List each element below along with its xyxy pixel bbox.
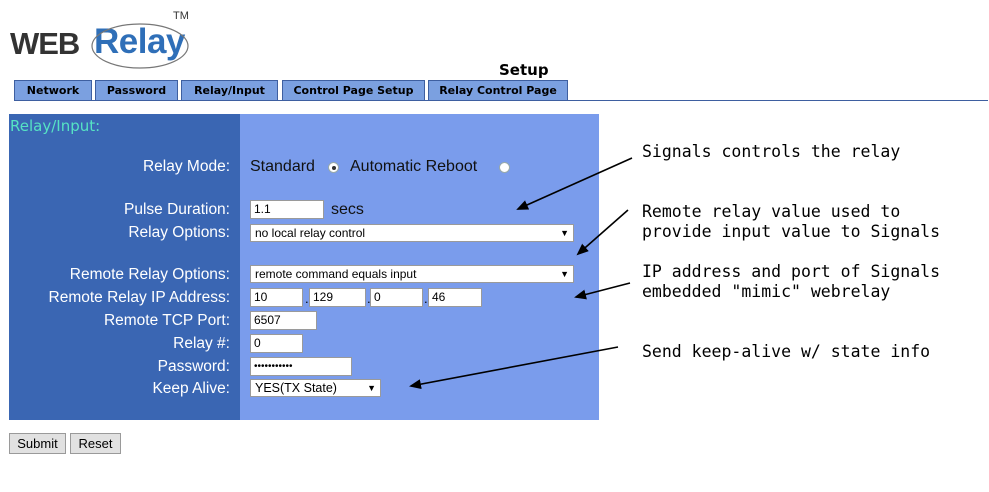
- arrow-to-relay-options: [576, 209, 629, 256]
- remote-ip-octet-2[interactable]: 129: [309, 288, 366, 307]
- remote-ip-octet-4[interactable]: 46: [428, 288, 482, 307]
- password-label: Password:: [157, 358, 230, 375]
- remote-relay-options-label: Remote Relay Options:: [69, 266, 230, 283]
- webrelay-logo: WEB Relay TM: [8, 10, 198, 70]
- ip-separator: .: [424, 291, 428, 306]
- arrow-to-keep-alive: [409, 346, 619, 390]
- form-label-panel: [9, 114, 240, 420]
- relay-number-input[interactable]: 0: [250, 334, 303, 353]
- remote-ip-label: Remote Relay IP Address:: [48, 289, 231, 306]
- remote-tcp-port-label: Remote TCP Port:: [103, 312, 230, 329]
- logo-swoosh-icon: [91, 23, 189, 69]
- tab-divider: [14, 100, 988, 101]
- relay-number-label: Relay #:: [173, 335, 230, 352]
- remote-ip-octet-1[interactable]: 10: [250, 288, 303, 307]
- relay-options-label: Relay Options:: [128, 224, 230, 241]
- keep-alive-value: YES(TX State): [255, 381, 337, 395]
- logo-trademark: TM: [173, 10, 189, 22]
- page-title: Setup: [499, 61, 549, 79]
- tab-relay-input[interactable]: Relay/Input: [181, 80, 278, 100]
- ip-separator: .: [305, 291, 309, 306]
- annotation-relay-control: Signals controls the relay: [642, 142, 901, 161]
- pulse-duration-label: Pulse Duration:: [124, 201, 230, 218]
- pulse-duration-unit: secs: [331, 201, 364, 218]
- relay-mode-standard-label: Standard: [250, 158, 315, 175]
- remote-relay-options-value: remote command equals input: [255, 267, 417, 281]
- ip-separator: .: [367, 291, 371, 306]
- password-input[interactable]: •••••••••••: [250, 357, 352, 376]
- tab-relay-control-page[interactable]: Relay Control Page: [428, 80, 568, 100]
- relay-mode-label: Relay Mode:: [142, 158, 230, 175]
- keep-alive-label: Keep Alive:: [152, 380, 230, 397]
- reset-button[interactable]: Reset: [70, 433, 121, 454]
- chevron-down-icon: ▼: [560, 269, 569, 279]
- relay-mode-standard-radio[interactable]: [328, 162, 339, 173]
- arrow-to-ip-address: [574, 282, 631, 300]
- arrow-to-relay-mode: [516, 157, 633, 210]
- relay-options-value: no local relay control: [255, 226, 366, 240]
- remote-tcp-port-input[interactable]: 6507: [250, 311, 317, 330]
- annotation-ip-port: IP address and port of Signals embedded …: [642, 262, 941, 301]
- remote-ip-octet-3[interactable]: 0: [370, 288, 423, 307]
- chevron-down-icon: ▼: [560, 228, 569, 238]
- chevron-down-icon: ▼: [367, 383, 376, 393]
- keep-alive-select[interactable]: YES(TX State) ▼: [250, 379, 381, 397]
- pulse-duration-input[interactable]: 1.1: [250, 200, 324, 219]
- tab-network[interactable]: Network: [14, 80, 92, 100]
- relay-mode-auto-reboot-radio[interactable]: [499, 162, 510, 173]
- logo-web-text: WEB: [10, 26, 80, 61]
- annotation-keep-alive: Send keep-alive w/ state info: [642, 342, 931, 361]
- tab-password[interactable]: Password: [95, 80, 178, 100]
- relay-options-select[interactable]: no local relay control ▼: [250, 224, 574, 242]
- submit-button[interactable]: Submit: [9, 433, 66, 454]
- annotation-remote-relay-value: Remote relay value used to provide input…: [642, 202, 941, 241]
- relay-mode-auto-reboot-label: Automatic Reboot: [350, 158, 478, 175]
- remote-relay-options-select[interactable]: remote command equals input ▼: [250, 265, 574, 283]
- tab-control-page-setup[interactable]: Control Page Setup: [282, 80, 425, 100]
- section-title: Relay/Input:: [10, 117, 101, 135]
